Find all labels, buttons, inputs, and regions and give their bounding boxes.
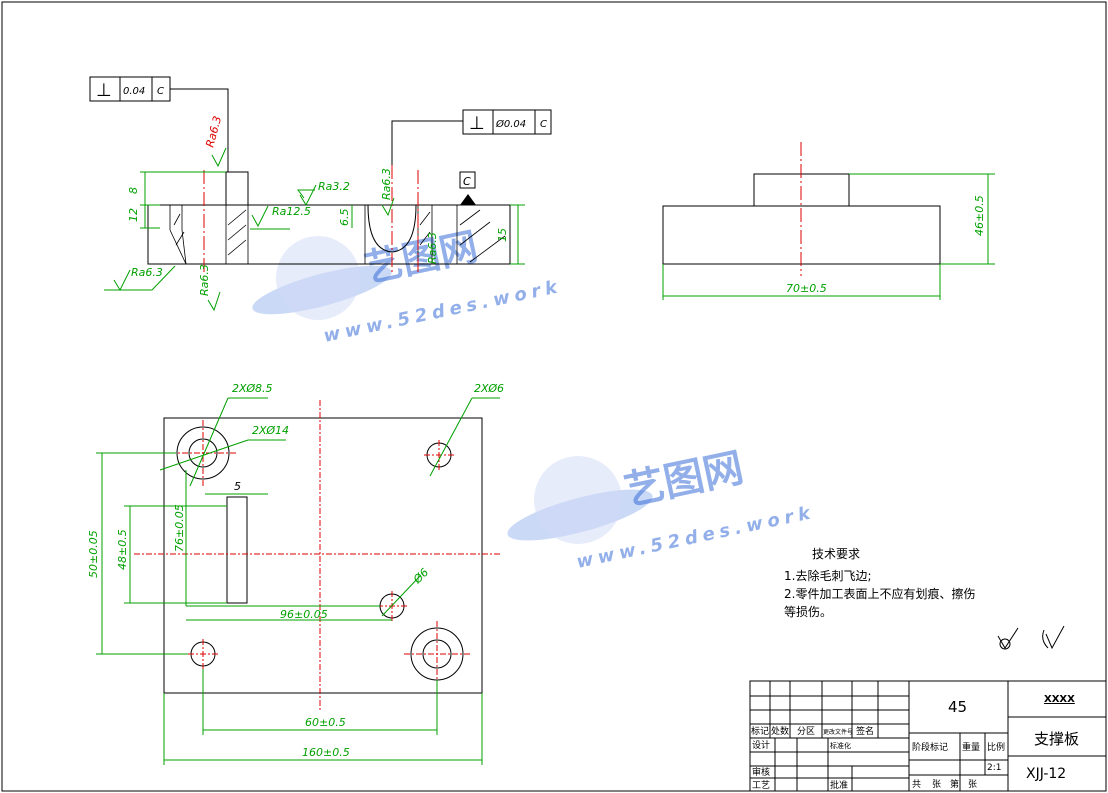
hdr-process: 工艺 (752, 780, 770, 791)
dim-slot-width: 5 (234, 480, 241, 493)
hdr-total: 共 (912, 779, 921, 790)
roughness-label: Ra12.5 (272, 205, 311, 218)
watermark-brand: 艺图网 (621, 445, 748, 515)
scale-value: 2:1 (987, 763, 1001, 773)
hdr-mark: 标记 (751, 725, 769, 737)
roughness-label: Ra6.3 (426, 232, 439, 264)
title-block (749, 680, 1107, 792)
hdr-std: 标准化 (830, 741, 851, 750)
part-name: 支撑板 (1034, 730, 1079, 748)
hdr-sheets: 张 (932, 779, 941, 790)
hdr-count: 处数 (771, 725, 789, 737)
hdr-change: 更改文件号 (823, 728, 853, 736)
callout-2x-phi8-5: 2XØ8.5 (232, 382, 273, 395)
section-body (147, 204, 511, 265)
drawing-number: XJJ-12 (1026, 766, 1066, 782)
perpendicularity-icon: ⊥ (96, 80, 112, 101)
dim-60: 60±0.5 (305, 716, 346, 729)
watermark-brand: 艺图网 (361, 224, 482, 291)
dim-96: 96±0.05 (280, 608, 328, 621)
gdt-tolerance: 0.04 (123, 86, 145, 97)
dim-48: 48±0.5 (116, 529, 129, 570)
hdr-weight: 重量 (962, 741, 980, 753)
callout-2x-phi14: 2XØ14 (252, 424, 289, 437)
roughness-circle-icon (999, 638, 1011, 650)
roughness-label: Ra3.2 (318, 180, 350, 193)
dim-50: 50±0.05 (87, 530, 100, 578)
plan-view: 2XØ8.5 2XØ14 2XØ6 Ø6 5 96±0.05 76±0.05 4… (87, 382, 504, 765)
roughness-label: Ra6.3 (198, 264, 211, 296)
hdr-design: 设计 (752, 739, 770, 751)
watermark-1: 艺图网 www.52des.work (252, 224, 564, 347)
hdr-page: 第 (950, 778, 959, 790)
dim-6-5: 6.5 (338, 209, 351, 227)
side-view: 46±0.5 70±0.5 (662, 142, 995, 300)
tech-title: 技术要求 (812, 547, 860, 561)
gdt-frame-left: ⊥ 0.04 C (89, 76, 229, 172)
watermark-2: 艺图网 www.52des.work (507, 445, 817, 573)
dim-76: 76±0.05 (173, 504, 186, 552)
company: XXXX (1044, 694, 1075, 705)
hdr-stage: 阶段标记 (912, 741, 948, 753)
tech-line-2: 2.零件加工表面上不应有划痕、擦伤 (784, 586, 975, 601)
title-block-text: 45 XXXX 支撑板 XJJ-12 2:1 标记 处数 分区 更改文件号 签名… (751, 694, 1079, 791)
hdr-approve: 批准 (830, 779, 848, 791)
plan-dims (96, 397, 500, 765)
globe-icon (276, 236, 360, 320)
roughness-icons (113, 147, 395, 312)
counterbore-profile (367, 204, 417, 253)
tech-requirements: 技术要求 1.去除毛刺飞边; 2.零件加工表面上不应有划痕、擦伤 等损伤。 (784, 547, 975, 619)
dim-height: 46±0.5 (973, 195, 986, 236)
tech-line-3: 等损伤。 (784, 605, 832, 619)
hdr-review: 审核 (752, 766, 770, 778)
dim-12: 12 (127, 208, 140, 222)
callout-2x-phi6: 2XØ6 (474, 382, 504, 395)
material: 45 (948, 698, 967, 716)
dim-160: 160±0.5 (302, 746, 350, 759)
datum-label: C (463, 175, 471, 188)
roughness-label: Ra6.3 (380, 168, 393, 200)
gdt-datum: C (540, 119, 547, 130)
plan-body (163, 417, 483, 694)
gdt-datum: C (157, 86, 164, 97)
roughness-symbols (997, 625, 1065, 650)
dim-15: 15 (496, 228, 509, 242)
hdr-zone: 分区 (797, 726, 815, 737)
hdr-sign: 签名 (856, 725, 874, 737)
slot (226, 496, 248, 604)
datum-triangle-icon (460, 194, 476, 205)
gdt-tolerance: Ø0.04 (495, 118, 526, 130)
hole-centerlines (134, 400, 500, 712)
gdt-frame-right: ⊥ Ø0.04 C (391, 109, 552, 172)
perpendicularity-icon: ⊥ (469, 113, 485, 134)
roughness-check-icon (997, 627, 1019, 649)
hdr-sheet: 张 (968, 779, 977, 790)
dim-8: 8 (127, 187, 140, 194)
roughness-label: Ra6.3 (203, 115, 224, 149)
section-hatching (169, 205, 506, 265)
roughness-check-icon (1045, 625, 1065, 650)
tech-line-1: 1.去除毛刺飞边; (784, 568, 872, 583)
hdr-scale: 比例 (987, 741, 1005, 753)
globe-icon (534, 456, 622, 544)
dim-width: 70±0.5 (786, 282, 827, 295)
roughness-label: Ra6.3 (131, 266, 163, 279)
section-boss (225, 171, 249, 206)
